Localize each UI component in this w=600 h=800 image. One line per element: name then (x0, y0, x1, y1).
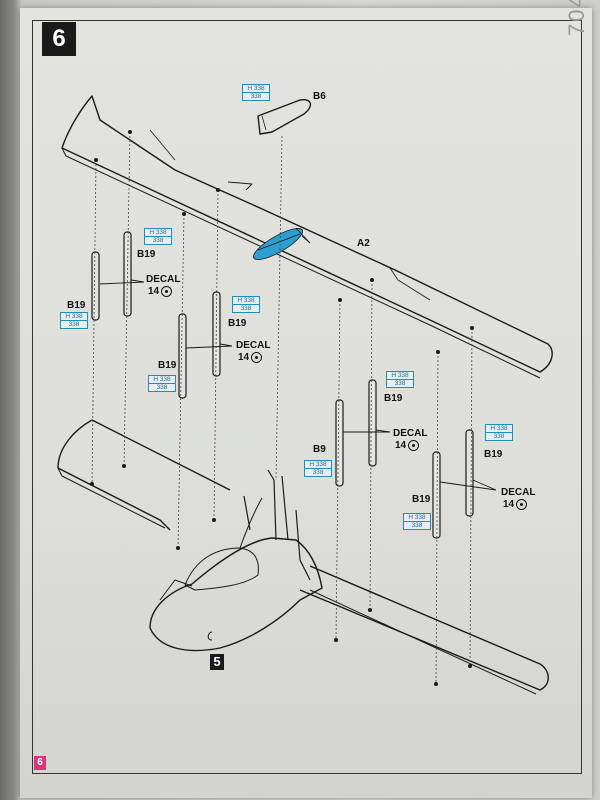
page-number: 6 (34, 756, 46, 770)
decal-callout-3: DECAL 14 (393, 428, 428, 452)
label-b19-5: B19 (384, 393, 403, 404)
lower-wing-outline (57, 419, 549, 691)
label-b19-1: B19 (137, 249, 156, 260)
sub-step-badge: 5 (210, 654, 224, 670)
strut-b9 (335, 399, 344, 487)
decal-callout-4: DECAL 14 (501, 487, 536, 511)
label-b6: B6 (313, 91, 326, 102)
label-b19-3: B19 (228, 318, 247, 329)
wing-roundel-decal (253, 227, 303, 261)
fuselage-outline (149, 537, 323, 652)
step-number-badge: 6 (42, 22, 76, 56)
strut-b19-5 (368, 379, 377, 467)
strut-b19-7 (465, 429, 474, 517)
upper-wing-outline (61, 95, 553, 373)
decal-callout-1: DECAL 14 (146, 274, 181, 298)
label-b19-7: B19 (412, 494, 431, 505)
decal-circle-icon (251, 352, 263, 363)
strut-b19-2 (123, 231, 132, 317)
label-b9: B9 (313, 444, 326, 455)
strut-b19-1 (91, 251, 100, 321)
label-a2: A2 (357, 238, 370, 249)
label-b19-4: B19 (158, 360, 177, 371)
instruction-page (20, 8, 592, 798)
decal-circle-icon (161, 286, 173, 297)
strut-b19-6 (432, 451, 441, 539)
page-frame (32, 20, 582, 774)
decal-circle-icon (516, 499, 528, 510)
label-b19-6: B19 (484, 449, 503, 460)
decal-circle-icon (408, 440, 420, 451)
part-b6 (257, 99, 311, 135)
decal-callout-2: DECAL 14 (236, 340, 271, 364)
label-b19-2: B19 (67, 300, 86, 311)
strut-b19-3 (178, 313, 187, 399)
upper-wing-trailing (61, 147, 541, 379)
